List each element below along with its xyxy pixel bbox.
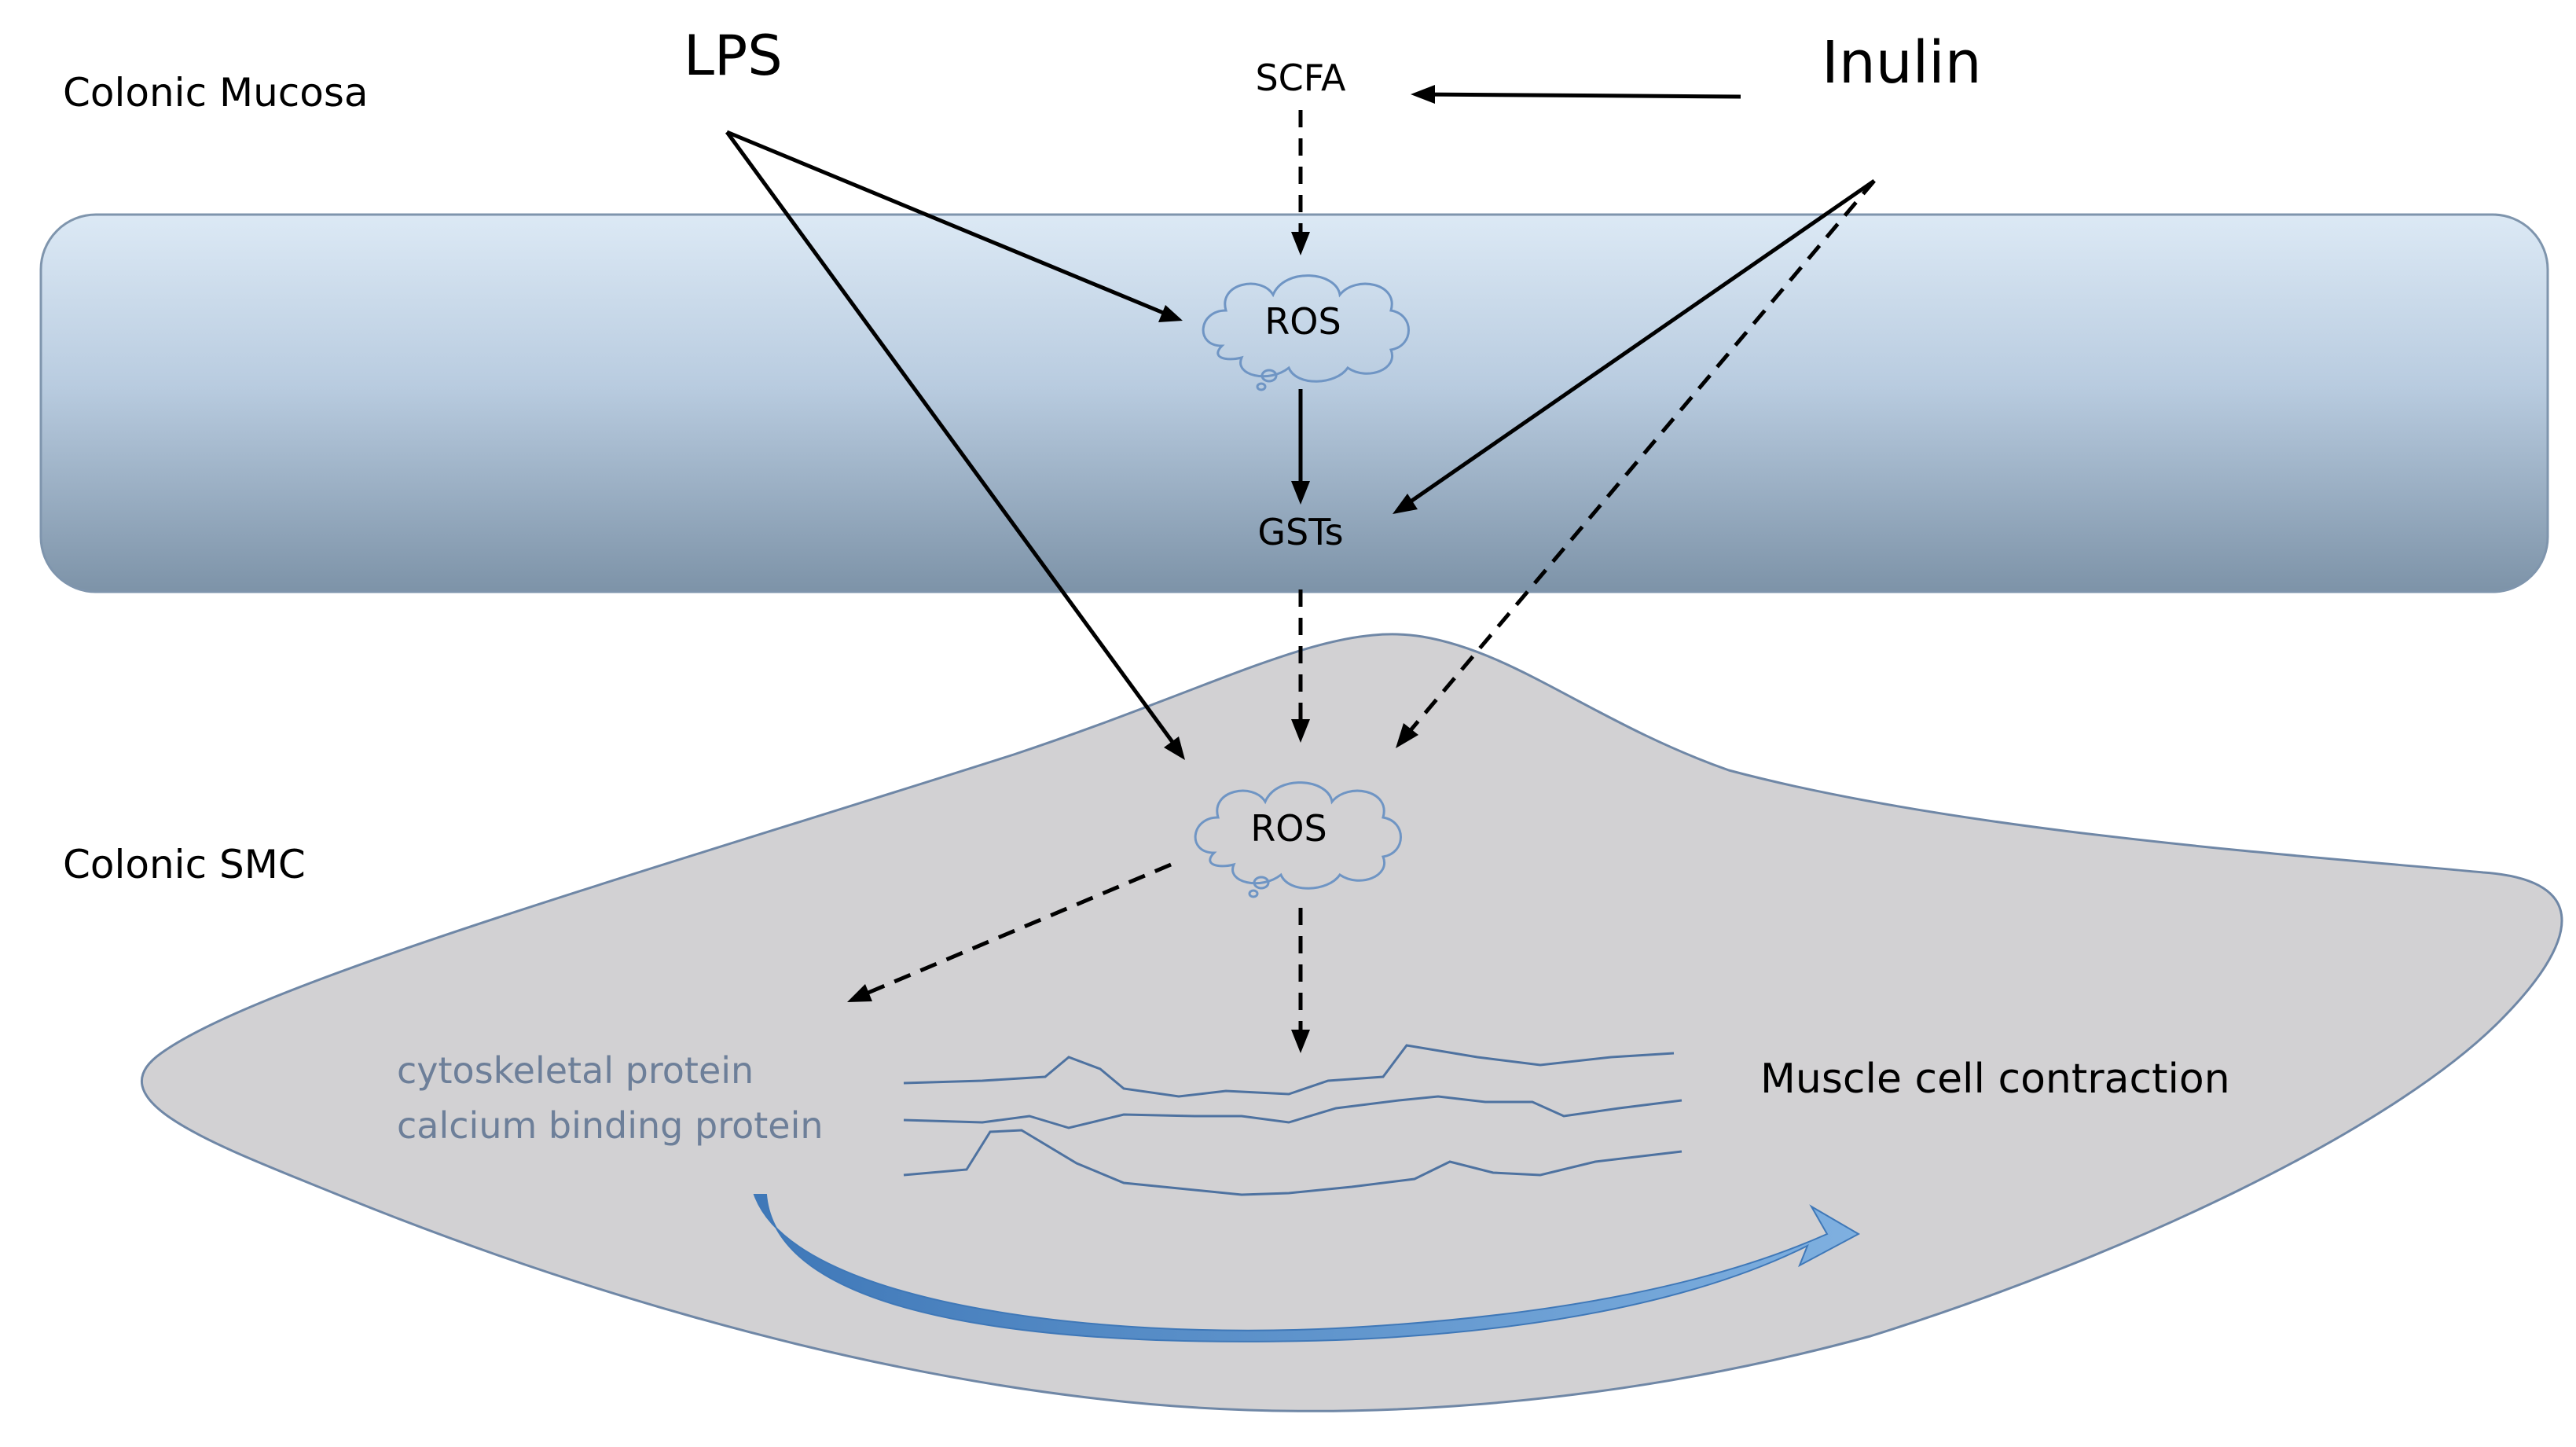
lps-label: LPS: [684, 24, 783, 88]
arrow-lps-to-ros-smc: [725, 130, 1181, 752]
arrow-lps-to-ros-mucosa: [726, 130, 1172, 318]
scfa-label: SCFA: [1255, 57, 1346, 99]
ros-mucosa-label: ROS: [1264, 300, 1341, 343]
ros-cloud-smc: ROS: [1194, 781, 1402, 898]
muscle-fibers: [903, 1044, 1682, 1196]
muscle-cell-contraction-label: Muscle cell contraction: [1760, 1056, 2230, 1103]
dashed-arrows: [864, 110, 1876, 1034]
arrowhead-gsts: [1291, 481, 1310, 505]
colonic-smc-cell: [140, 633, 2563, 1412]
dashed-arrowheads: [847, 232, 1418, 1053]
contraction-arrow: [753, 1194, 1861, 1342]
colonic-mucosa-label: Colonic Mucosa: [63, 70, 369, 116]
arrow-inulin-to-scfa: [1418, 92, 1741, 99]
arrowhead-ros-smc: [1164, 736, 1185, 760]
solid-arrows: [725, 85, 1876, 760]
ros-smc-label: ROS: [1250, 807, 1327, 850]
arrow-inulin-to-ros-smc: [1405, 179, 1876, 736]
ros-cloud-mucosa: ROS: [1202, 274, 1410, 391]
gsts-label: GSTs: [1257, 511, 1343, 553]
inulin-label: Inulin: [1822, 29, 1982, 97]
colonic-smc-label: Colonic SMC: [63, 842, 306, 887]
cytoskeletal-protein-label: cytoskeletal protein: [397, 1049, 754, 1092]
colonic-mucosa-layer: [39, 213, 2549, 593]
arrowhead-ros-mucosa: [1158, 305, 1183, 322]
arrowhead-scfa: [1411, 85, 1435, 104]
arrow-inulin-to-gsts: [1401, 178, 1876, 509]
calcium-binding-protein-label: calcium binding protein: [397, 1104, 824, 1147]
arrowhead-gsts-inulin: [1393, 494, 1418, 514]
